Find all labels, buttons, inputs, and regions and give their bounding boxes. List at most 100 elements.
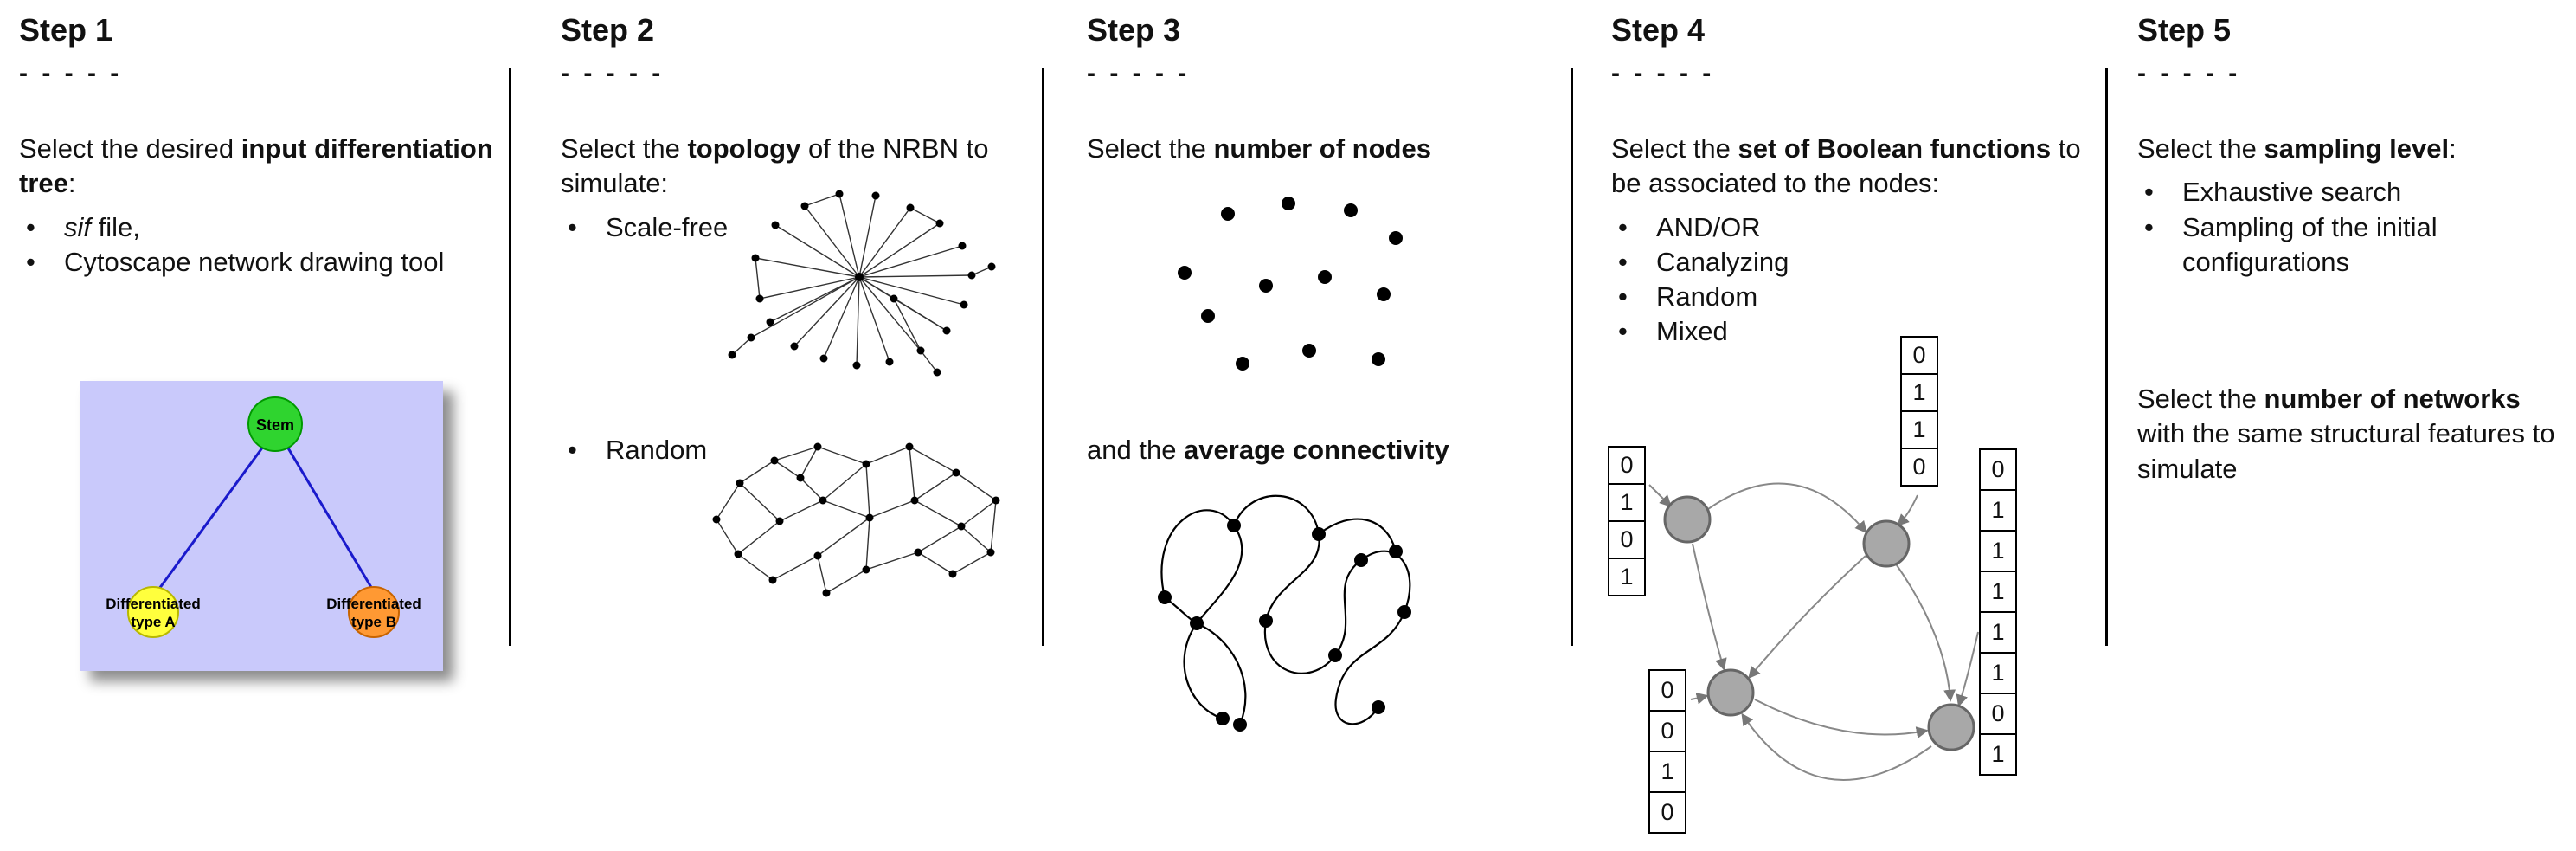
stem-node bbox=[247, 396, 303, 452]
divider-2 bbox=[1042, 68, 1044, 646]
bullet-dot: • bbox=[1618, 316, 1628, 347]
step2-bullet-random-label: Random bbox=[606, 435, 708, 465]
step5-intro-colon: : bbox=[2449, 133, 2457, 164]
step4-intro: Select the set of Boolean functions to b… bbox=[1611, 132, 2083, 202]
step1-intro-bold: input differentiation tree bbox=[19, 133, 493, 199]
differentiation-tree-image: Stem Differentiated type A Differentiate… bbox=[80, 381, 443, 671]
step4-column: Step 4 - - - - - Select the set of Boole… bbox=[1608, 9, 2096, 834]
connectivity-network-image bbox=[1158, 494, 1411, 732]
step5-bullets: • Exhaustive search • Sampling of the in… bbox=[2137, 175, 2570, 280]
nodes-dots-image bbox=[1178, 197, 1403, 371]
type-a-label-line2: type A bbox=[131, 614, 175, 630]
step2-title: Step 2 bbox=[561, 12, 655, 48]
step3-line1: Select the number of nodes bbox=[1087, 132, 1563, 166]
step3-line1-bold: number of nodes bbox=[1213, 133, 1431, 164]
random-network-image bbox=[712, 442, 1000, 597]
scale-free-network-image bbox=[728, 190, 996, 377]
divider-1 bbox=[509, 68, 511, 646]
step2-bullet-scalefree-label: Scale-free bbox=[606, 211, 729, 242]
step5-dashes: - - - - - bbox=[2137, 59, 2241, 87]
step5-para2-bold: number of networks bbox=[2264, 384, 2521, 415]
step2-dashes: - - - - - bbox=[561, 59, 665, 87]
tree-edge-right bbox=[286, 446, 374, 590]
step2-bullet-random: • Random bbox=[561, 433, 786, 467]
divider-3 bbox=[1571, 68, 1573, 646]
truth-cell: 0 bbox=[1900, 448, 1938, 487]
bullet-dot: • bbox=[1618, 281, 1628, 313]
step4-bullet-random-label: Random bbox=[1656, 281, 1758, 313]
step2-intro-bold: topology bbox=[687, 133, 801, 164]
sif-italic: sif bbox=[64, 211, 91, 242]
bullet-dot: • bbox=[568, 211, 577, 242]
step2-bullet-scalefree: • Scale-free bbox=[561, 210, 1032, 245]
bullet-dot: • bbox=[2144, 211, 2154, 242]
step1-bullets: • sif file, • Cytoscape network drawing … bbox=[19, 210, 499, 280]
type-b-label-line1: Differentiated bbox=[326, 596, 421, 612]
truth-cell: 1 bbox=[1979, 530, 2017, 572]
truth-cell: 0 bbox=[1979, 448, 2017, 491]
step5-para2-text: Select the bbox=[2137, 384, 2264, 415]
step5-title: Step 5 bbox=[2137, 12, 2232, 48]
step5-paragraph2: Select the number of networks with the s… bbox=[2137, 382, 2570, 487]
step1-column: Step 1 - - - - - Select the desired inpu… bbox=[19, 9, 499, 671]
step4-bullet-mixed-label: Mixed bbox=[1656, 316, 1728, 347]
step1-bullet-sif: • sif file, bbox=[19, 210, 499, 245]
step5-intro-bold: sampling level bbox=[2264, 133, 2450, 164]
step3-line2-bold: average connectivity bbox=[1184, 435, 1449, 465]
step2-column: Step 2 - - - - - Select the topology of … bbox=[561, 9, 1032, 597]
divider-4 bbox=[2105, 68, 2108, 646]
step3-line2-text: and the bbox=[1087, 435, 1185, 465]
tree-edge-left bbox=[157, 446, 265, 590]
step1-intro: Select the desired input differentiation… bbox=[19, 132, 499, 202]
step4-intro-rest: to be associated to the nodes: bbox=[1611, 133, 2081, 199]
truth-cell: 1 bbox=[1608, 483, 1646, 522]
step1-title: Step 1 bbox=[19, 12, 113, 48]
step5-bullet-exhaustive: • Exhaustive search bbox=[2137, 175, 2570, 210]
step5-para2-rest: with the same structural features to sim… bbox=[2137, 418, 2555, 484]
step1-intro-text: Select the desired bbox=[19, 133, 241, 164]
bullet-dot: • bbox=[568, 435, 577, 465]
step5-intro-text: Select the bbox=[2137, 133, 2264, 164]
step4-bullets: • AND/OR • Canalyzing • Random • Mixed bbox=[1611, 210, 2096, 350]
truth-table-top: 0 1 1 0 bbox=[1900, 336, 1938, 487]
step2-intro-text: Select the bbox=[561, 133, 688, 164]
step2-intro-rest: of the NRBN to simulate: bbox=[561, 133, 989, 199]
truth-cell: 0 bbox=[1648, 791, 1686, 834]
bullet-dot: • bbox=[26, 211, 35, 242]
step4-bullet-mixed: • Mixed bbox=[1611, 314, 2096, 349]
step4-bullet-canalyzing: • Canalyzing bbox=[1611, 245, 2096, 280]
bullet-dot: • bbox=[26, 246, 35, 277]
step4-bullet-andor: • AND/OR bbox=[1611, 210, 2096, 245]
bullet-dot: • bbox=[2144, 177, 2154, 208]
boolean-network-svg bbox=[1648, 482, 1979, 781]
truth-cell: 1 bbox=[1979, 489, 2017, 532]
step4-intro-bold: set of Boolean functions bbox=[1738, 133, 2052, 164]
step5-bullet-exhaustive-label: Exhaustive search bbox=[2182, 177, 2402, 208]
truth-cell: 1 bbox=[1900, 373, 1938, 412]
step5-bullet-sampling-label: Sampling of the initial configurations bbox=[2182, 211, 2438, 277]
type-b-label-line2: type B bbox=[351, 614, 396, 630]
step4-bullet-andor-label: AND/OR bbox=[1656, 211, 1761, 242]
step3-column: Step 3 - - - - - Select the number of no… bbox=[1087, 9, 1563, 732]
truth-cell: 1 bbox=[1979, 611, 2017, 654]
step4-dashes: - - - - - bbox=[1611, 59, 1715, 87]
boolean-node-d bbox=[1927, 703, 1975, 751]
bullet-dot: • bbox=[1618, 246, 1628, 277]
sif-rest: file, bbox=[91, 211, 140, 242]
truth-cell: 1 bbox=[1979, 652, 2017, 694]
step1-bullet-cytoscape-label: Cytoscape network drawing tool bbox=[64, 246, 445, 277]
step5-bullet-sampling: • Sampling of the initial configurations bbox=[2137, 210, 2570, 280]
truth-cell: 0 bbox=[1608, 520, 1646, 559]
step3-dashes: - - - - - bbox=[1087, 59, 1191, 87]
step3-title: Step 3 bbox=[1087, 12, 1181, 48]
truth-cell: 1 bbox=[1608, 558, 1646, 596]
bullet-dot: • bbox=[1618, 211, 1628, 242]
step1-dashes: - - - - - bbox=[19, 59, 123, 87]
boolean-node-c bbox=[1706, 668, 1755, 717]
truth-cell: 1 bbox=[1648, 751, 1686, 793]
boolean-node-a bbox=[1663, 495, 1712, 544]
step4-bullet-random: • Random bbox=[1611, 280, 2096, 314]
step1-intro-colon: : bbox=[67, 168, 76, 199]
truth-cell: 0 bbox=[1608, 446, 1646, 485]
